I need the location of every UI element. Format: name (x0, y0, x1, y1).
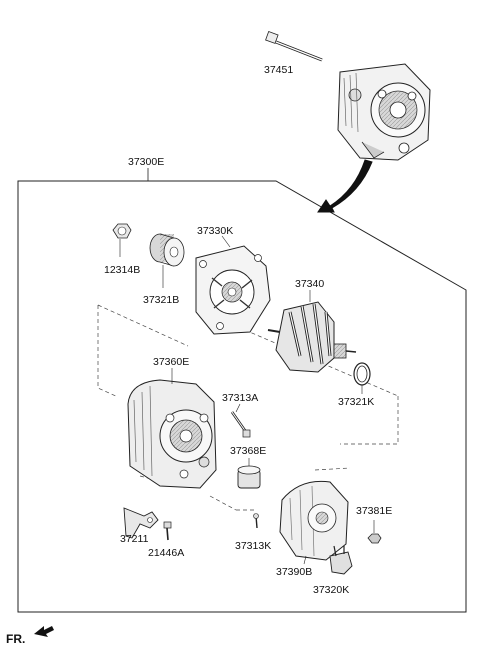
bolt-21446a-icon (163, 521, 172, 541)
spacer-ring-37321k-icon (353, 362, 371, 394)
nut-37381e-icon (367, 520, 382, 544)
front-housing-37330k-icon (195, 235, 271, 335)
complete-alternator-icon (337, 63, 431, 161)
bracket-37211-icon (123, 507, 159, 539)
label-37330k: 37330K (197, 225, 234, 237)
screw-37313k-icon (253, 513, 259, 529)
front-direction-arrow-icon (34, 626, 54, 637)
label-37340: 37340 (295, 278, 325, 290)
bolt-37451-icon (265, 31, 323, 62)
terminal-37320k-icon (329, 545, 353, 575)
assembly-arrow-icon (317, 159, 373, 213)
label-37313a: 37313A (222, 392, 259, 404)
rotor-37340-icon (267, 290, 357, 373)
label-37321b: 37321B (143, 294, 180, 306)
label-37381e: 37381E (356, 505, 393, 517)
label-37390b: 37390B (276, 566, 313, 578)
bolt-37313a-icon (230, 403, 251, 438)
front-direction-label: FR. (6, 632, 26, 646)
pulley-37321b-icon (149, 233, 185, 288)
assembly-boundary (17, 180, 467, 613)
label-37313k: 37313K (235, 540, 272, 552)
rear-cover-37390b-icon (279, 480, 349, 565)
rear-housing-37360e-icon (127, 368, 217, 489)
label-37368e: 37368E (230, 445, 267, 457)
brush-holder-37368e-icon (237, 458, 261, 489)
label-37300e: 37300E (128, 156, 165, 168)
nut-12314b-icon (112, 223, 132, 257)
label-12314b: 12314B (104, 264, 141, 276)
label-37320k: 37320K (313, 584, 350, 596)
label-37321k: 37321K (338, 396, 375, 408)
label-21446a: 21446A (148, 547, 185, 559)
label-37360e: 37360E (153, 356, 190, 368)
label-37451: 37451 (264, 64, 294, 76)
dashed-guide-box (97, 304, 399, 511)
label-37211: 37211 (120, 533, 149, 545)
